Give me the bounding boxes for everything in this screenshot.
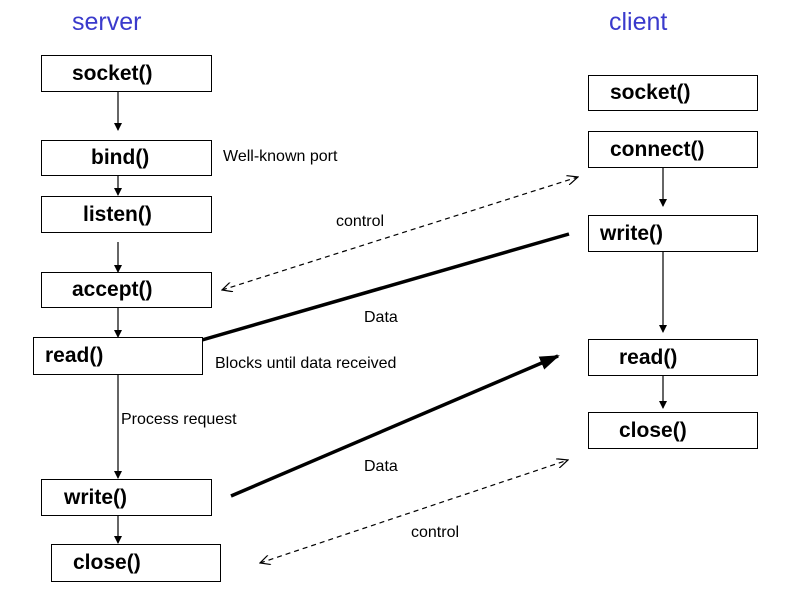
client-socket-box: socket(): [588, 75, 758, 111]
note-well-known-port: Well-known port: [223, 148, 338, 165]
server-read-box: read(): [33, 337, 203, 375]
client-close-box: close(): [588, 412, 758, 449]
server-title: server: [72, 8, 142, 36]
note-control-top: control: [336, 213, 385, 230]
client-connect-box: connect(): [588, 131, 758, 168]
note-control-bottom: control: [411, 524, 460, 541]
server-socket-box: socket(): [41, 55, 212, 92]
client-title: client: [609, 8, 668, 36]
note-data-bottom: Data: [364, 458, 398, 475]
data-arrow-server-to-client: [230, 354, 560, 498]
note-blocks-until: Blocks until data received: [215, 355, 397, 372]
note-process-request: Process request: [121, 411, 237, 428]
control-arrow-top: [222, 177, 578, 290]
client-write-box: write(): [588, 215, 758, 252]
control-arrow-bottom: [260, 460, 568, 563]
note-data-top: Data: [364, 309, 398, 326]
server-close-box: close(): [51, 544, 221, 582]
client-read-box: read(): [588, 339, 758, 376]
server-listen-box: listen(): [41, 196, 212, 233]
data-arrow-client-to-server: [148, 232, 570, 357]
server-accept-box: accept(): [41, 272, 212, 308]
server-bind-box: bind(): [41, 140, 212, 176]
server-write-box: write(): [41, 479, 212, 516]
